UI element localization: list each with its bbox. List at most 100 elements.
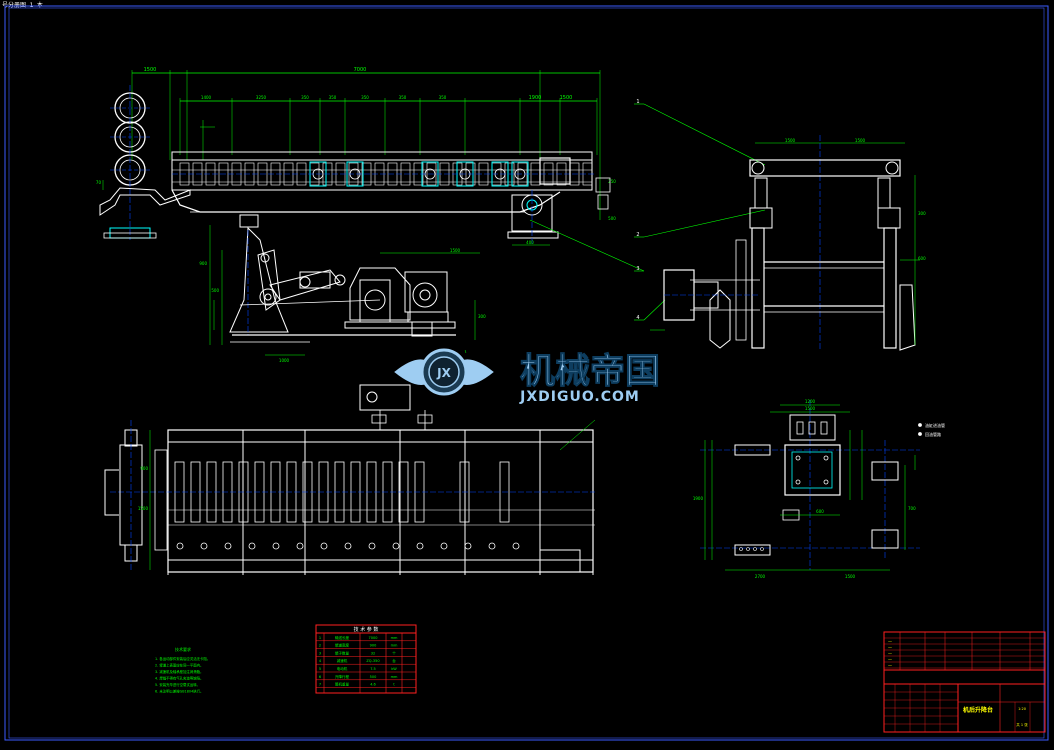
drawing-rect — [359, 279, 391, 323]
parts-table-cell: kW — [391, 667, 397, 671]
drawing-circle — [412, 282, 438, 308]
drawing-line — [643, 103, 766, 166]
drawing-circle — [918, 423, 922, 427]
drawing-rect — [171, 159, 593, 191]
drawing-path — [229, 226, 289, 333]
callout-number: 4 — [636, 315, 639, 321]
dimension-text: 900 — [140, 466, 148, 471]
drawing-circle — [364, 289, 386, 311]
dimension-text: 1500 — [450, 248, 461, 253]
dimension-text: 1000 — [279, 358, 290, 363]
drawing-circle — [760, 547, 764, 551]
tech-note-line: 2. 辊道上表面应在同一平面内。 — [155, 663, 203, 668]
drawing-circle — [885, 161, 899, 175]
dimension-text: 1500 — [144, 67, 157, 73]
watermark-logo-text: JX — [436, 366, 451, 380]
drawing-rect — [539, 549, 581, 573]
dimension-text: 1500 — [560, 95, 573, 101]
drawing-circle — [366, 391, 378, 403]
drawing-rect — [784, 444, 841, 496]
dimension-text: 70 — [96, 180, 102, 185]
tech-note-line: 6. 未注明公差按GB1804执行。 — [155, 689, 203, 694]
drawing-line — [643, 299, 666, 321]
title-block-row-mark: — — [888, 645, 892, 650]
dimension-text: 1900 — [693, 496, 704, 501]
drawing-path — [269, 269, 341, 301]
dimension-text: 1500 — [785, 138, 796, 143]
drawing-rect — [734, 544, 771, 556]
drawing-rect — [371, 414, 387, 424]
dimension-text: 1200 — [805, 399, 816, 404]
drawing-rect — [507, 231, 559, 239]
drawing-circle — [823, 455, 829, 461]
drawing-circle — [392, 542, 400, 550]
parts-table-cell: 辊道宽度 — [335, 643, 349, 648]
dimension-text: 500 — [608, 216, 616, 221]
drawing-path — [104, 469, 119, 516]
drawing-rect — [315, 624, 417, 634]
drawing-circle — [248, 542, 256, 550]
drawing-rect — [735, 239, 747, 341]
parts-table-cell: 900 — [370, 644, 377, 648]
drawing-rect — [871, 529, 899, 549]
drawing-rect — [597, 194, 609, 210]
drawing-circle — [440, 542, 448, 550]
drawing-rect — [344, 321, 456, 329]
drawing-circle — [464, 542, 472, 550]
drawing-rect — [820, 421, 828, 435]
parts-table-cell: 整机重量 — [335, 682, 349, 687]
parts-table-cell: 4 — [319, 659, 322, 663]
drawing-rect — [239, 214, 259, 228]
drawing-circle — [488, 542, 496, 550]
callout-number: 2 — [636, 232, 639, 238]
drawing-rect — [167, 559, 594, 573]
parts-table-cell: 输送长度 — [335, 635, 349, 640]
dimension-text: 7000 — [354, 67, 367, 73]
dimension-text: 350 — [399, 95, 407, 100]
drawing-name: 机后升降台 — [963, 706, 993, 714]
drawing-circle — [272, 542, 280, 550]
drawing-circle — [753, 547, 757, 551]
drawing-sheet-count: 共 1 张 — [1016, 722, 1028, 727]
drawing-rect — [539, 157, 571, 185]
dimension-text: 3250 — [256, 95, 267, 100]
dimension-text: 350 — [361, 95, 369, 100]
drawing-circle — [200, 542, 208, 550]
drawing-circle — [918, 432, 922, 436]
drawing-circle — [416, 542, 424, 550]
drawing-circle — [224, 542, 232, 550]
drawing-path — [349, 267, 411, 321]
watermark-url: JXDIGUO.COM — [519, 389, 640, 405]
title-block-row-mark: — — [888, 663, 892, 668]
drawing-circle — [259, 288, 277, 306]
drawing-circle — [368, 542, 376, 550]
dimension-text: 700 — [908, 506, 916, 511]
drawing-rect — [346, 161, 364, 187]
parts-table-cell: 5 — [319, 667, 321, 671]
callout-number: 3 — [636, 266, 639, 272]
dimension-text: 300 — [918, 211, 926, 216]
parts-table-cell: 个 — [392, 650, 396, 655]
parts-table-cell: t — [393, 683, 395, 687]
parts-table-cell: 500 — [370, 675, 377, 679]
drawing-circle — [334, 274, 346, 286]
dimension-text: 400 — [526, 240, 534, 245]
drawing-rect — [883, 227, 897, 349]
dimension-text: 600 — [918, 256, 926, 261]
drawing-circle — [795, 479, 801, 485]
drawing-circle — [344, 542, 352, 550]
drawing-rect — [417, 414, 433, 424]
parts-table-cell: 电动机 — [337, 666, 348, 671]
dimension-text: 1400 — [201, 95, 212, 100]
parts-table-cell: 台 — [392, 658, 396, 663]
dimension-text: 500 — [211, 288, 219, 293]
tech-note-line: 4. 焊缝不得有气孔夹渣等缺陷。 — [155, 676, 203, 681]
drawing-line — [464, 349, 467, 354]
drawing-rect — [877, 207, 901, 229]
title-block-row-mark: — — [888, 639, 892, 644]
